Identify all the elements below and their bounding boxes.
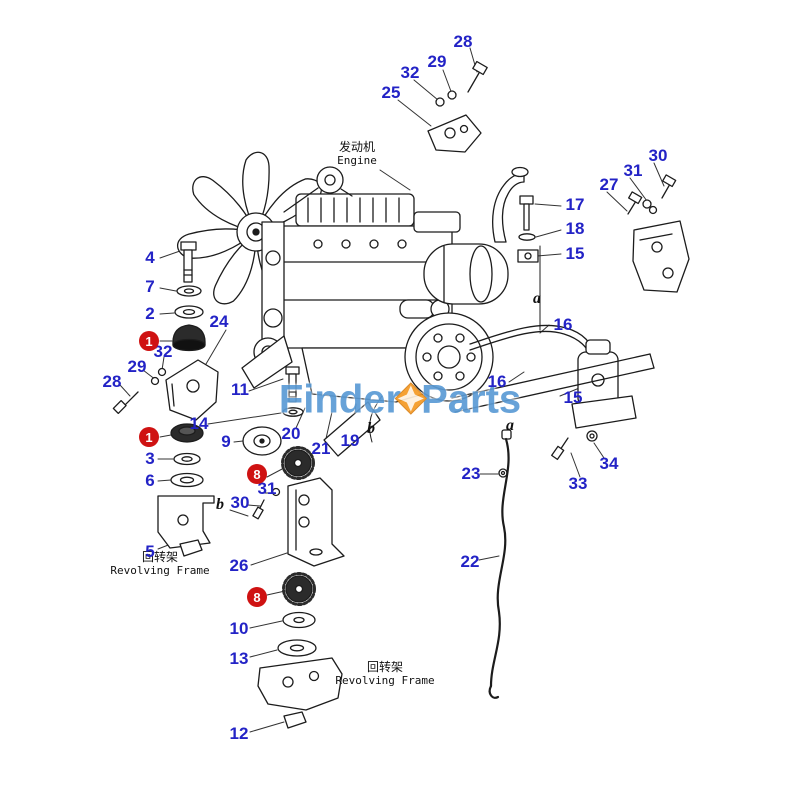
- gear-mount-8-upper: [281, 446, 315, 480]
- bolt-11: [285, 366, 300, 403]
- filter-assembly: [571, 339, 637, 429]
- revolving-frame-left-cn: 回转架: [141, 550, 178, 564]
- top-mount-bracket: [427, 60, 488, 153]
- revolving-frame-left-en: Revolving Frame: [110, 564, 210, 577]
- washer-14: [282, 407, 304, 417]
- revolving-frame-label-bottom: 回转架 Revolving Frame: [325, 660, 445, 688]
- rubber-mount-1-upper: [172, 324, 206, 352]
- bolt-33-washer-34: [551, 430, 598, 461]
- exhaust-pipe: [492, 166, 529, 243]
- frame-rail: [451, 353, 655, 413]
- bolt-17-group: [517, 195, 539, 263]
- fasteners-32-29-28-left: [112, 367, 167, 415]
- fasteners-31-30-mid: [252, 487, 281, 520]
- disc-10: [282, 611, 316, 629]
- flywheel: [404, 312, 494, 402]
- washer-13: [277, 639, 317, 657]
- rubber-mount-1-lower: [170, 423, 204, 443]
- washer-7: [176, 285, 202, 297]
- watermark-logo-icon: [394, 381, 428, 415]
- ref-curve-b: [369, 395, 383, 443]
- watermark-text-left: Finder: [278, 377, 402, 422]
- ring-6: [170, 472, 204, 488]
- revolving-frame-bottom-en: Revolving Frame: [335, 674, 435, 687]
- revolving-frame-label-left: 回转架 Revolving Frame: [100, 550, 220, 578]
- disc-9: [242, 426, 282, 456]
- bolt-4: [180, 241, 197, 283]
- washer-2: [174, 305, 204, 319]
- bracket-26: [287, 477, 345, 567]
- cable-22: [488, 429, 512, 699]
- washer-3: [173, 452, 201, 466]
- engine-label-en: Engine: [337, 154, 377, 167]
- engine-label-cn: 发动机: [338, 140, 375, 154]
- revolving-frame-bottom-cn: 回转架: [366, 660, 403, 674]
- watermark-text-right: Parts: [421, 377, 522, 422]
- grommet-23: [498, 468, 508, 478]
- watermark: Finder Parts: [279, 378, 521, 423]
- bracket-5: [157, 495, 215, 557]
- gear-mount-8-lower: [282, 572, 316, 606]
- right-mount-bracket: [627, 174, 690, 293]
- engine-label: 发动机 Engine: [312, 140, 402, 168]
- air-tank: [423, 243, 509, 305]
- bracket-24: [165, 359, 219, 421]
- bracket-12: [257, 657, 343, 729]
